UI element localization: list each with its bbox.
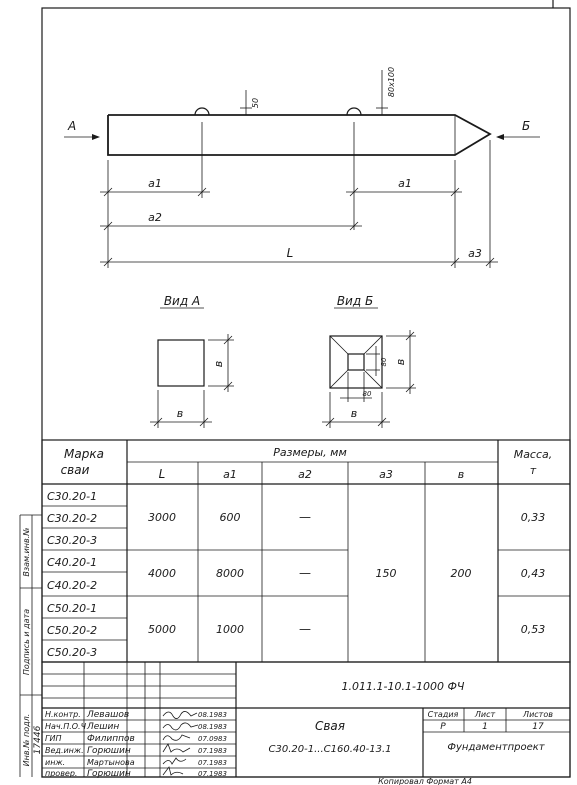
stamp-subtitle: С30.20-1...С160.40-13.1 [269, 744, 392, 755]
dim-a2: а2 [148, 211, 162, 224]
mark-row: С50.20-2 [47, 624, 97, 637]
sheets-label: Листов [522, 710, 553, 719]
head-mass-1: Масса, [514, 448, 553, 461]
a3-value: 150 [376, 567, 397, 580]
section-b-label: Б [522, 119, 530, 133]
stamp-date: 07.0983 [198, 735, 227, 743]
stamp-org: Фундаментпроект [447, 742, 545, 753]
margin-inv-no: Инв.№ подл. [22, 714, 31, 767]
head-dims: Размеры, мм [273, 446, 347, 459]
pile-elevation: 50 80х100 А Б а1 а1 а2 [64, 67, 540, 268]
stamp-footer: Копировал Формат А4 [378, 777, 472, 785]
stamp-date: 07.1983 [198, 759, 227, 767]
stamp-name: Лешин [86, 722, 119, 732]
stamp-name: Горюшин [87, 769, 131, 779]
mark-row: С40.20-2 [47, 579, 97, 592]
loop-width-label: 80х100 [387, 67, 396, 97]
margin-replace-inv: Взам.инв.№ [22, 527, 31, 576]
group1-L: 3000 [148, 511, 176, 524]
subhead-a1: а1 [223, 468, 237, 481]
subhead-L: L [159, 467, 166, 481]
group3-a2: — [299, 622, 311, 636]
stage-value: Р [440, 722, 446, 732]
group3-mass: 0,53 [521, 623, 546, 636]
stamp-name: Мартынова [87, 758, 135, 767]
group1-a1: 600 [220, 511, 241, 524]
title-stamp: 1.011.1-10.1-1000 ФЧ Н.контр. Нач.П.О.Ч … [41, 661, 571, 785]
dim-a1-right: а1 [398, 177, 412, 190]
sheets-value: 17 [532, 722, 544, 732]
stamp-date: 08.1983 [198, 723, 227, 731]
mark-row: С50.20-1 [47, 602, 97, 615]
stage-label: Стадия [428, 710, 459, 719]
group3-L: 5000 [148, 623, 176, 636]
stamp-title: Свая [315, 719, 345, 733]
head-mass-2: т [530, 464, 537, 477]
group2-L: 4000 [148, 567, 176, 580]
stamp-signatures [162, 711, 199, 776]
dim-L: L [287, 246, 294, 260]
head-mark-1: Марка [64, 447, 104, 461]
mark-row: С30.20-2 [47, 512, 97, 525]
view-a: Вид А в в [150, 294, 234, 428]
view-b-side-dim: в [394, 359, 407, 365]
subhead-a2: а2 [298, 468, 312, 481]
margin-sign-date: Подпись и дата [22, 609, 31, 675]
stamp-code: 1.011.1-10.1-1000 ФЧ [342, 680, 465, 693]
subhead-a3: а3 [379, 468, 393, 481]
margin-inv-value: 17446 [33, 725, 43, 754]
dim-a1-left: а1 [148, 177, 162, 190]
stamp-name: Левашов [86, 710, 129, 720]
stamp-date: 07.1983 [198, 747, 227, 755]
view-b-small-v: 80 [380, 357, 388, 366]
group1-a2: — [299, 510, 311, 524]
view-a-side-dim: в [212, 361, 225, 367]
view-a-bottom-dim: в [177, 407, 183, 420]
sheet-value: 1 [482, 722, 488, 732]
margin-labels: Взам.инв.№ Подпись и дата Инв.№ подл. 17… [22, 527, 43, 766]
group2-a2: — [299, 566, 311, 580]
v-value: 200 [451, 567, 472, 580]
view-b: Вид Б 80 80 в в [322, 294, 416, 428]
stamp-role: Нач.П.О.Ч [45, 722, 87, 731]
head-mark-2: сваи [61, 463, 90, 477]
loop-height-label: 50 [251, 98, 260, 108]
view-a-title: Вид А [164, 294, 200, 308]
view-b-bottom-dim: в [351, 407, 357, 420]
dim-a3: а3 [468, 247, 482, 260]
stamp-role: провер. [45, 769, 77, 778]
sheet-frame [19, 0, 571, 778]
group1-mass: 0,33 [521, 511, 546, 524]
subhead-v: в [458, 468, 464, 481]
stamp-name: Филиппов [87, 734, 135, 744]
group2-a1: 8000 [216, 567, 244, 580]
group3-a1: 1000 [216, 623, 244, 636]
stamp-date: 08.1983 [198, 711, 227, 719]
view-b-small-h: 80 [363, 390, 372, 398]
section-a-label: А [67, 119, 76, 133]
view-b-title: Вид Б [337, 294, 373, 308]
stamp-role: инж. [45, 758, 65, 767]
pile-table: Марка сваи Размеры, мм Масса, т L а1 а2 … [41, 439, 571, 663]
mark-row: С40.20-1 [47, 556, 97, 569]
mark-row: С30.20-3 [47, 534, 97, 547]
mark-row: С30.20-1 [47, 490, 97, 503]
stamp-role: ГИП [45, 734, 61, 743]
stamp-date: 07.1983 [198, 770, 227, 778]
stamp-name: Горюшин [87, 746, 131, 756]
stamp-role: Вед.инж. [45, 746, 84, 755]
stamp-role: Н.контр. [45, 710, 81, 719]
mark-row: С50.20-3 [47, 646, 97, 659]
sheet-label: Лист [474, 710, 496, 719]
group2-mass: 0,43 [521, 567, 546, 580]
